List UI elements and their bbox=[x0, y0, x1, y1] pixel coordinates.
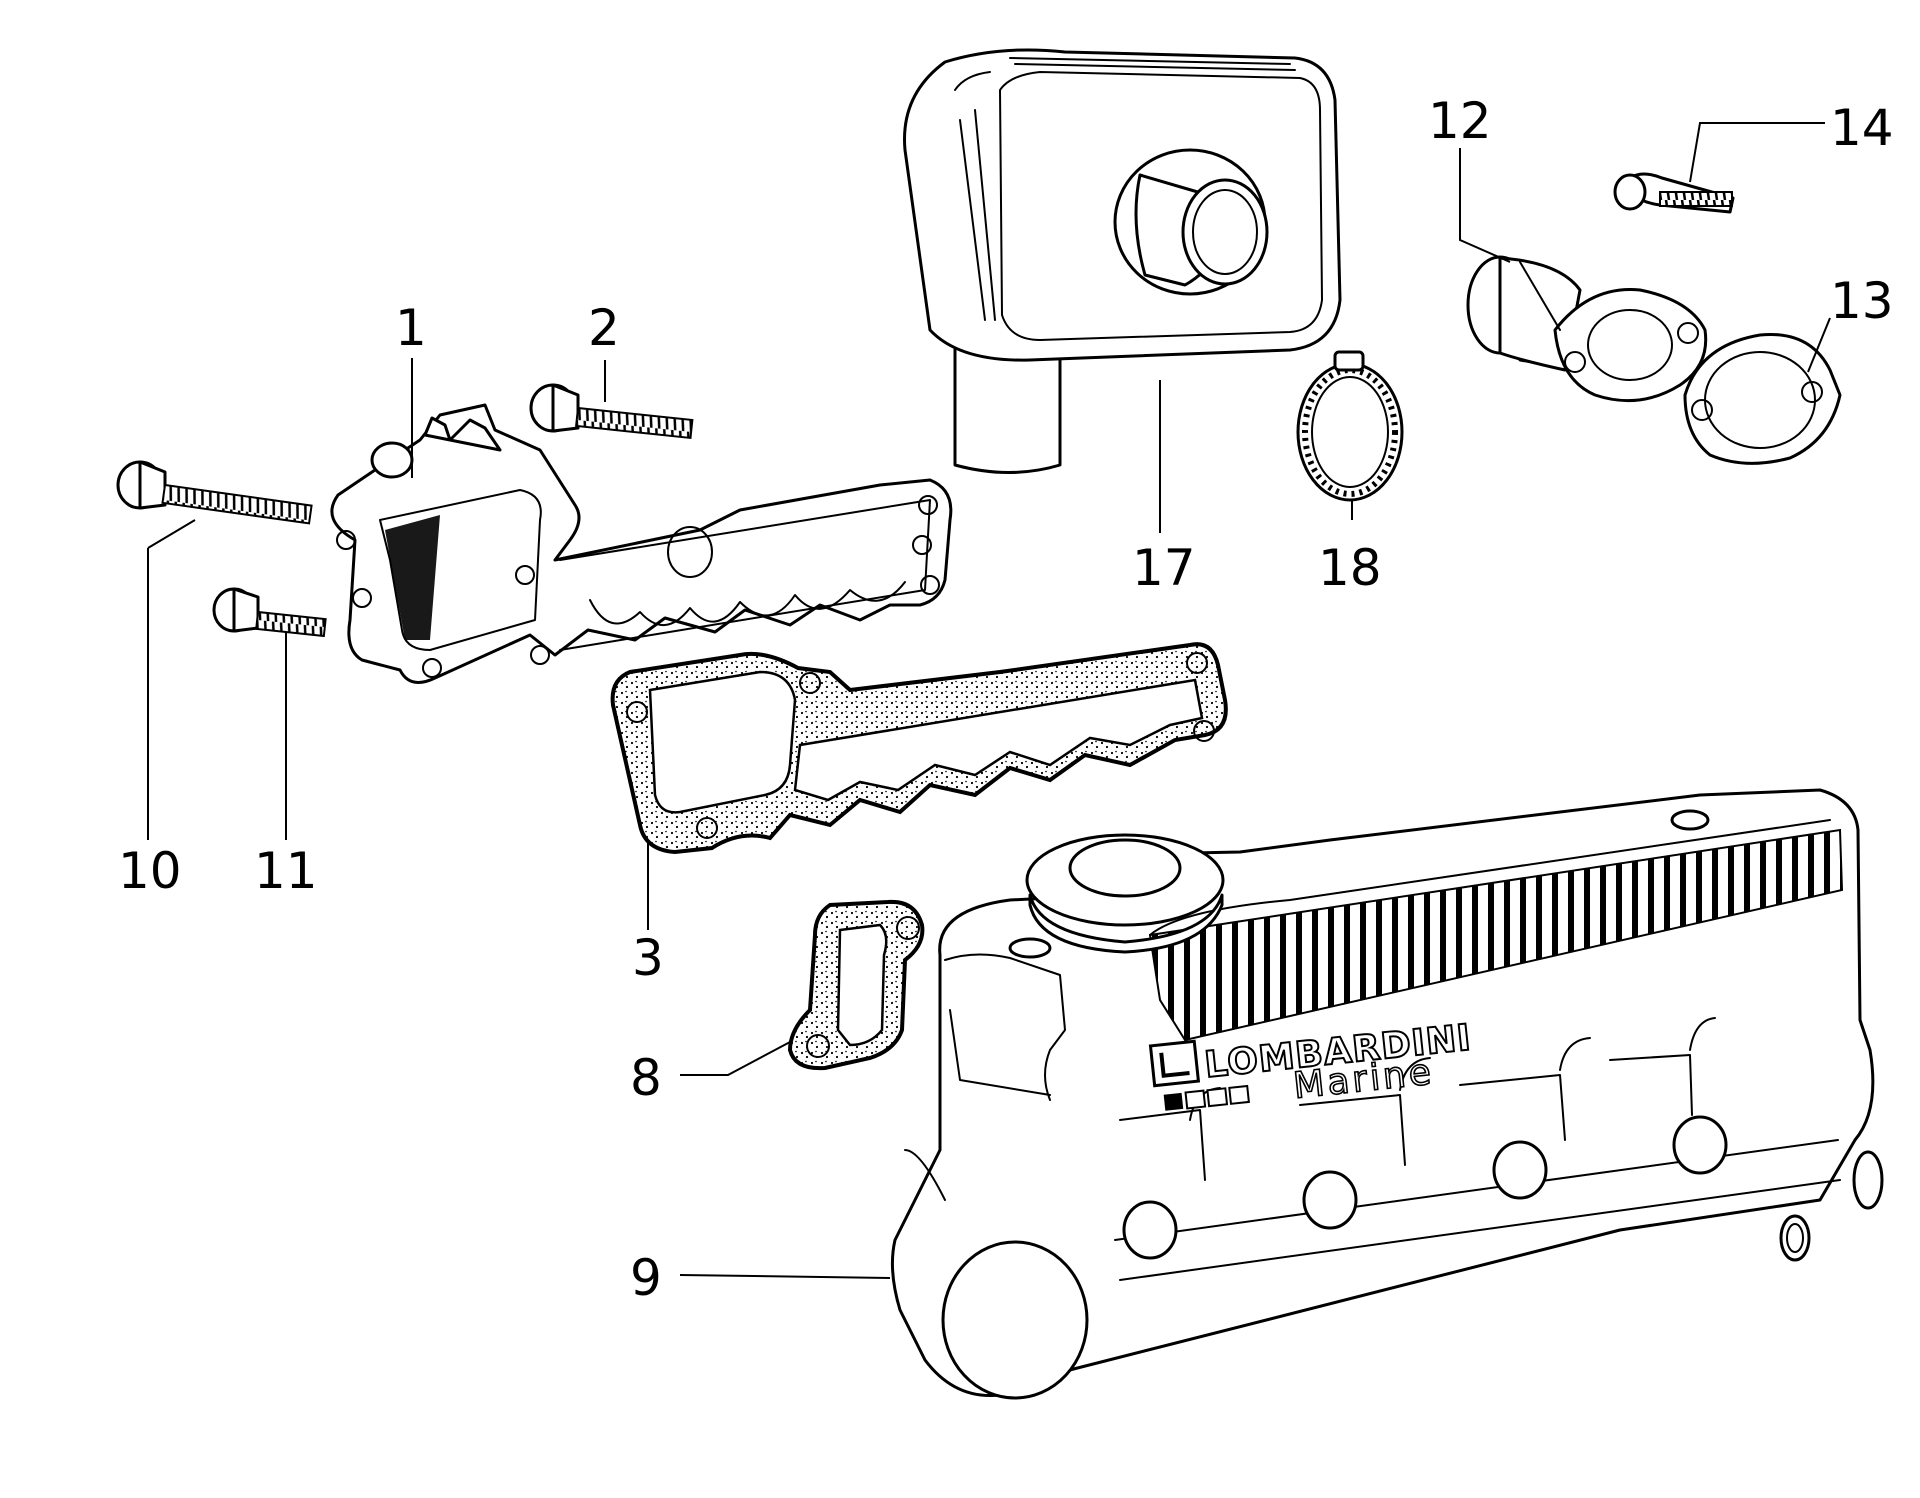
manifold-badge-squares bbox=[1163, 1084, 1250, 1111]
callout-9: 9 bbox=[630, 1249, 662, 1307]
callout-12: 12 bbox=[1428, 92, 1492, 150]
small-gasket bbox=[787, 899, 925, 1071]
callout-3: 3 bbox=[632, 929, 664, 987]
thermostat-housing bbox=[330, 403, 953, 684]
hose-elbow bbox=[1466, 255, 1708, 403]
callout-14: 14 bbox=[1830, 99, 1894, 157]
callout-18: 18 bbox=[1318, 539, 1382, 597]
callout-2: 2 bbox=[588, 299, 620, 357]
elbow-gasket bbox=[1683, 332, 1842, 465]
long-screw bbox=[529, 383, 694, 440]
callout-1: 1 bbox=[395, 299, 427, 357]
elbow-screw bbox=[1613, 172, 1735, 214]
callout-8: 8 bbox=[630, 1049, 662, 1107]
callout-10: 10 bbox=[118, 842, 182, 900]
callout-13: 13 bbox=[1830, 272, 1894, 330]
callout-17: 17 bbox=[1132, 539, 1196, 597]
filter-box bbox=[903, 48, 1342, 474]
filter-box-ridges bbox=[1009, 57, 1296, 71]
hose-clamp bbox=[1296, 350, 1404, 502]
long-screw-left bbox=[116, 460, 313, 525]
manifold-plugs bbox=[1122, 1115, 1884, 1262]
exhaust-manifold: LOMBARDINI Marine bbox=[890, 788, 1884, 1400]
leader-lines bbox=[147, 122, 1831, 1279]
short-screw bbox=[212, 587, 327, 638]
callout-11: 11 bbox=[254, 842, 318, 900]
housing-gasket bbox=[610, 642, 1228, 855]
callout-labels: 1 2 3 8 9 10 11 12 13 14 17 18 bbox=[118, 92, 1894, 1307]
